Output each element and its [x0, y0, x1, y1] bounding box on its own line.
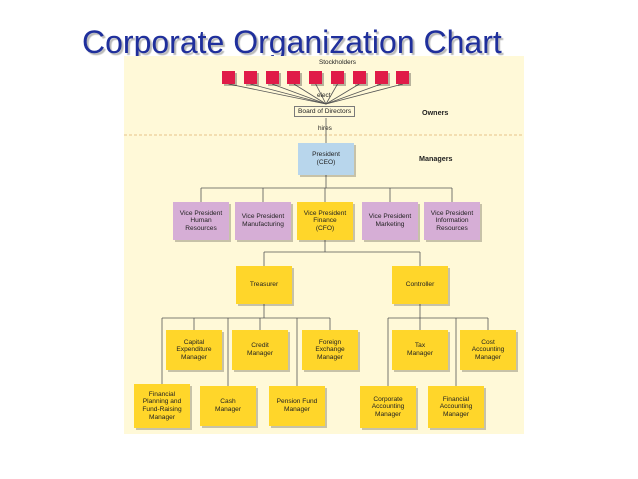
financial-accounting-manager-box: Financial Accounting Manager [428, 386, 484, 428]
stockholder-icon [222, 71, 235, 84]
vp-marketing-box: Vice President Marketing [362, 202, 418, 240]
connector-line [325, 83, 382, 105]
controller-box: Controller [392, 266, 448, 304]
connector-line [293, 83, 327, 105]
stockholder-icon [374, 71, 388, 84]
stockholder-icon [331, 71, 344, 84]
managers-label: Managers [419, 154, 453, 163]
connector-line [228, 83, 327, 105]
tax-manager-box: Tax Manager [392, 330, 448, 370]
credit-manager-box: Credit Manager [232, 330, 288, 370]
connector-line [250, 83, 327, 105]
connector-line [315, 83, 327, 105]
hires-label: hires [318, 125, 332, 132]
connector-line [325, 83, 338, 105]
stockholder-icon [243, 71, 257, 84]
corporate-accounting-manager-box: Corporate Accounting Manager [360, 386, 416, 428]
connector-line [325, 83, 360, 105]
connector-line [325, 83, 404, 105]
elect-label: elect [317, 92, 331, 99]
capital-expenditure-manager-box: Capital Expenditure Manager [166, 330, 222, 370]
financial-planning-manager-box: Financial Planning and Fund-Raising Mana… [134, 384, 190, 428]
stockholder-icon [309, 71, 323, 84]
foreign-exchange-manager-box: Foreign Exchange Manager [302, 330, 358, 370]
cost-accounting-manager-box: Cost Accounting Manager [460, 330, 516, 370]
board-of-directors-box: Board of Directors [294, 106, 356, 117]
connector-lines [124, 83, 524, 386]
connector-line [271, 83, 327, 105]
stockholder-icon [352, 71, 366, 84]
vp-manufacturing-box: Vice President Manufacturing [235, 202, 291, 240]
slide-title: Corporate Organization Chart [82, 24, 502, 60]
treasurer-box: Treasurer [236, 266, 292, 304]
stockholder-icon [287, 71, 301, 84]
org-chart-panel: Stockholders elect Board of Directors hi… [124, 56, 524, 434]
president-box: President (CEO) [298, 143, 354, 175]
stockholders-label: Stockholders [319, 59, 356, 66]
owners-label: Owners [422, 108, 449, 117]
stockholder-icon [396, 71, 410, 84]
vp-finance-box: Vice President Finance (CFO) [297, 202, 353, 240]
vp-human-resources-box: Vice President Human Resources [173, 202, 229, 240]
cash-manager-box: Cash Manager [200, 386, 256, 426]
vp-information-resources-box: Vice President Information Resources [424, 202, 480, 240]
pension-fund-manager-box: Pension Fund Manager [269, 386, 325, 426]
stockholder-icon [265, 71, 279, 84]
